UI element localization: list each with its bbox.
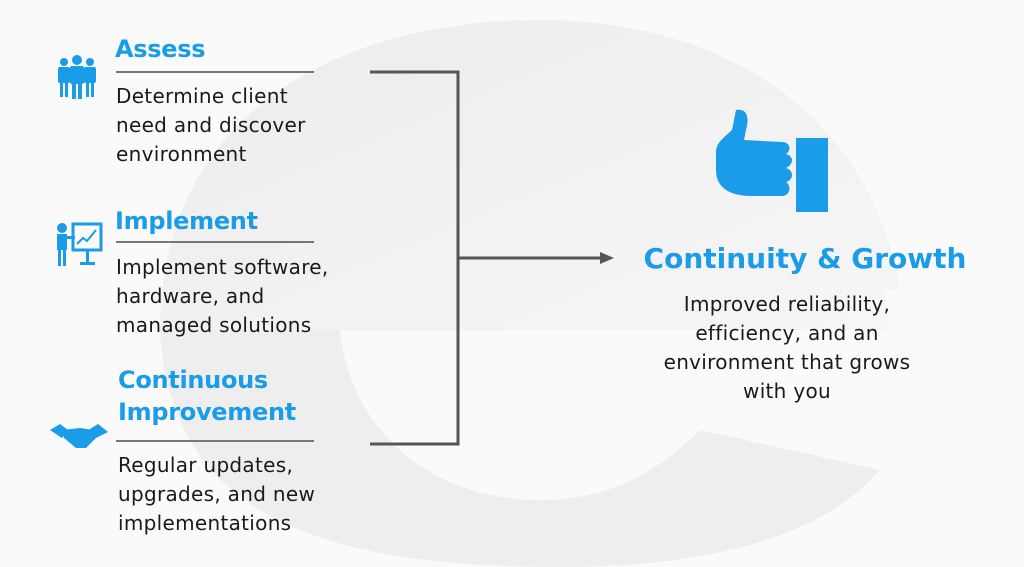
text-line: efficiency, and an [695, 321, 879, 345]
team-icon [58, 55, 96, 99]
title-line: Improvement [118, 398, 296, 426]
text-line: upgrades, and new [118, 482, 316, 506]
thumbs-up-icon [716, 109, 828, 212]
step-description-continuous-improvement: Regular updates, upgrades, and new imple… [118, 451, 315, 538]
divider [116, 71, 314, 73]
text-line: need and discover [116, 113, 306, 137]
divider [116, 440, 314, 442]
text-line: hardware, and [116, 284, 265, 308]
text-line: implementations [118, 511, 292, 535]
presentation-icon [57, 222, 103, 266]
text-line: with you [743, 379, 831, 403]
text-line: Improved reliability, [683, 292, 891, 316]
outcome-title: Continuity & Growth [643, 242, 967, 275]
text-line: environment that grows [663, 350, 911, 374]
text-line: Implement software, [116, 255, 329, 279]
outcome-description: Improved reliability, efficiency, and an… [620, 290, 954, 406]
step-title-continuous-improvement: Continuous Improvement [118, 364, 296, 428]
step-title-assess: Assess [115, 35, 206, 63]
title-line: Continuous [118, 366, 268, 394]
text-line: environment [116, 142, 247, 166]
text-line: Regular updates, [118, 453, 294, 477]
text-line: managed solutions [116, 313, 312, 337]
divider [116, 241, 314, 243]
handshake-icon [50, 424, 108, 448]
step-description-assess: Determine client need and discover envir… [116, 82, 306, 169]
text-line: Determine client [116, 84, 288, 108]
step-title-implement: Implement [115, 207, 258, 235]
step-description-implement: Implement software, hardware, and manage… [116, 253, 329, 340]
